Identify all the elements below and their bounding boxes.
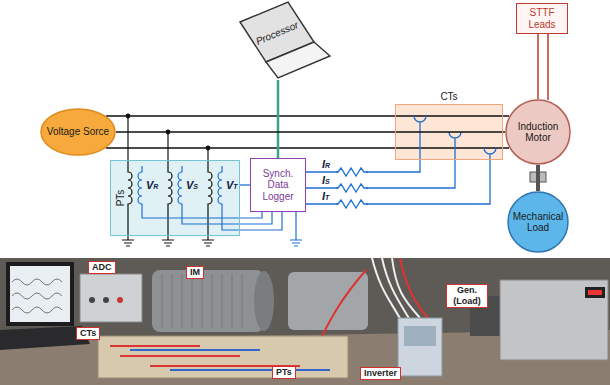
photo-motor bbox=[152, 270, 264, 332]
photo-board bbox=[98, 336, 348, 378]
signal-label: VR bbox=[146, 180, 158, 191]
pt-secondary bbox=[138, 166, 262, 218]
photo-tag: ADC bbox=[88, 261, 116, 274]
mechanical-load-outline bbox=[508, 192, 568, 252]
group-fills bbox=[110, 104, 503, 236]
laptop-icon bbox=[226, 2, 330, 80]
node-text: Synch. Data Logger bbox=[253, 168, 303, 203]
laptop-keyboard bbox=[266, 42, 330, 78]
photo-inverter-panel bbox=[404, 326, 436, 346]
ct-group: CTs bbox=[395, 104, 503, 160]
ground-symbol bbox=[290, 212, 302, 246]
resistor-symbol bbox=[336, 184, 368, 192]
photo-board-wires bbox=[130, 350, 330, 370]
node-text: IM bbox=[190, 267, 200, 278]
photo-tag: IM bbox=[186, 266, 204, 279]
laptop-processor: Processor bbox=[226, 2, 330, 80]
photo-laptop-screen bbox=[10, 266, 70, 322]
signal-label: VS bbox=[186, 180, 198, 191]
photo-wires bbox=[372, 258, 420, 322]
photo-display-digits bbox=[588, 290, 602, 295]
data-logger: Synch. Data Logger bbox=[250, 158, 306, 212]
photo-tag: PTs bbox=[272, 366, 296, 379]
signal-label: IR bbox=[322, 159, 330, 170]
node-text: Voltage Sorce bbox=[47, 126, 109, 138]
junction-dot bbox=[126, 114, 131, 119]
voltage-source-outline bbox=[41, 109, 115, 155]
photo-tag: CTs bbox=[76, 327, 100, 340]
node-text: Induction Motor bbox=[510, 121, 567, 144]
phase-line bbox=[106, 116, 509, 148]
usb-cable bbox=[277, 80, 280, 158]
node-text: STTF Leads bbox=[519, 7, 565, 30]
node-text: Gen. (Load) bbox=[450, 285, 484, 307]
signal-wire bbox=[240, 184, 250, 185]
shaft bbox=[536, 165, 540, 191]
signal-label: VT bbox=[226, 180, 238, 191]
phase-lines bbox=[106, 116, 509, 148]
ct-loop bbox=[306, 132, 461, 188]
photo-endcap bbox=[254, 271, 274, 331]
photo-wall bbox=[0, 258, 610, 385]
photo-knob bbox=[103, 297, 109, 303]
node-text: Mechanical Load bbox=[512, 211, 565, 234]
node-text: CTs bbox=[80, 328, 96, 339]
photo-adc bbox=[80, 274, 142, 322]
photo bbox=[0, 258, 610, 385]
pt-primaries bbox=[122, 116, 214, 246]
burden-resistors bbox=[336, 167, 368, 209]
phase-line bbox=[116, 131, 505, 132]
ct-loops bbox=[306, 116, 496, 204]
ct-loop bbox=[306, 148, 496, 204]
pt-coil bbox=[202, 148, 214, 246]
node-text: CTs bbox=[396, 91, 502, 102]
pt-coil bbox=[122, 116, 134, 246]
ct-loop bbox=[414, 116, 426, 160]
mechanical-load: Mechanical Load bbox=[507, 191, 569, 253]
node-text: PTs bbox=[276, 367, 292, 378]
signal-label: IS bbox=[322, 175, 330, 186]
photo-tag: Gen. (Load) bbox=[446, 284, 488, 308]
junction-dot bbox=[206, 146, 211, 151]
node-text: PTs bbox=[115, 190, 126, 207]
photo-tag: Inverter bbox=[360, 367, 401, 380]
resistor-symbol bbox=[336, 200, 368, 208]
pt-coil bbox=[162, 132, 174, 246]
photo-waveform bbox=[12, 279, 62, 313]
induction-motor: Induction Motor bbox=[505, 99, 571, 165]
node-text: ADC bbox=[92, 262, 112, 273]
photo-knob bbox=[89, 297, 95, 303]
photo-inverter bbox=[398, 318, 442, 376]
lead-wire bbox=[547, 34, 549, 100]
pt-group: PTs bbox=[110, 160, 240, 236]
photo-display bbox=[585, 287, 605, 298]
photo-laptop-frame bbox=[6, 262, 74, 326]
leads-box: STTF Leads bbox=[516, 3, 568, 34]
photo-fins bbox=[162, 274, 242, 328]
resistor-symbol bbox=[336, 168, 368, 176]
lead-wire bbox=[537, 34, 539, 99]
signal-label: IT bbox=[322, 191, 329, 202]
voltage-source: Voltage Sorce bbox=[40, 108, 116, 156]
node-text: Inverter bbox=[364, 368, 397, 379]
induction-motor-outline bbox=[506, 100, 570, 164]
photo-knob bbox=[117, 297, 123, 303]
photo-supply bbox=[500, 280, 608, 360]
